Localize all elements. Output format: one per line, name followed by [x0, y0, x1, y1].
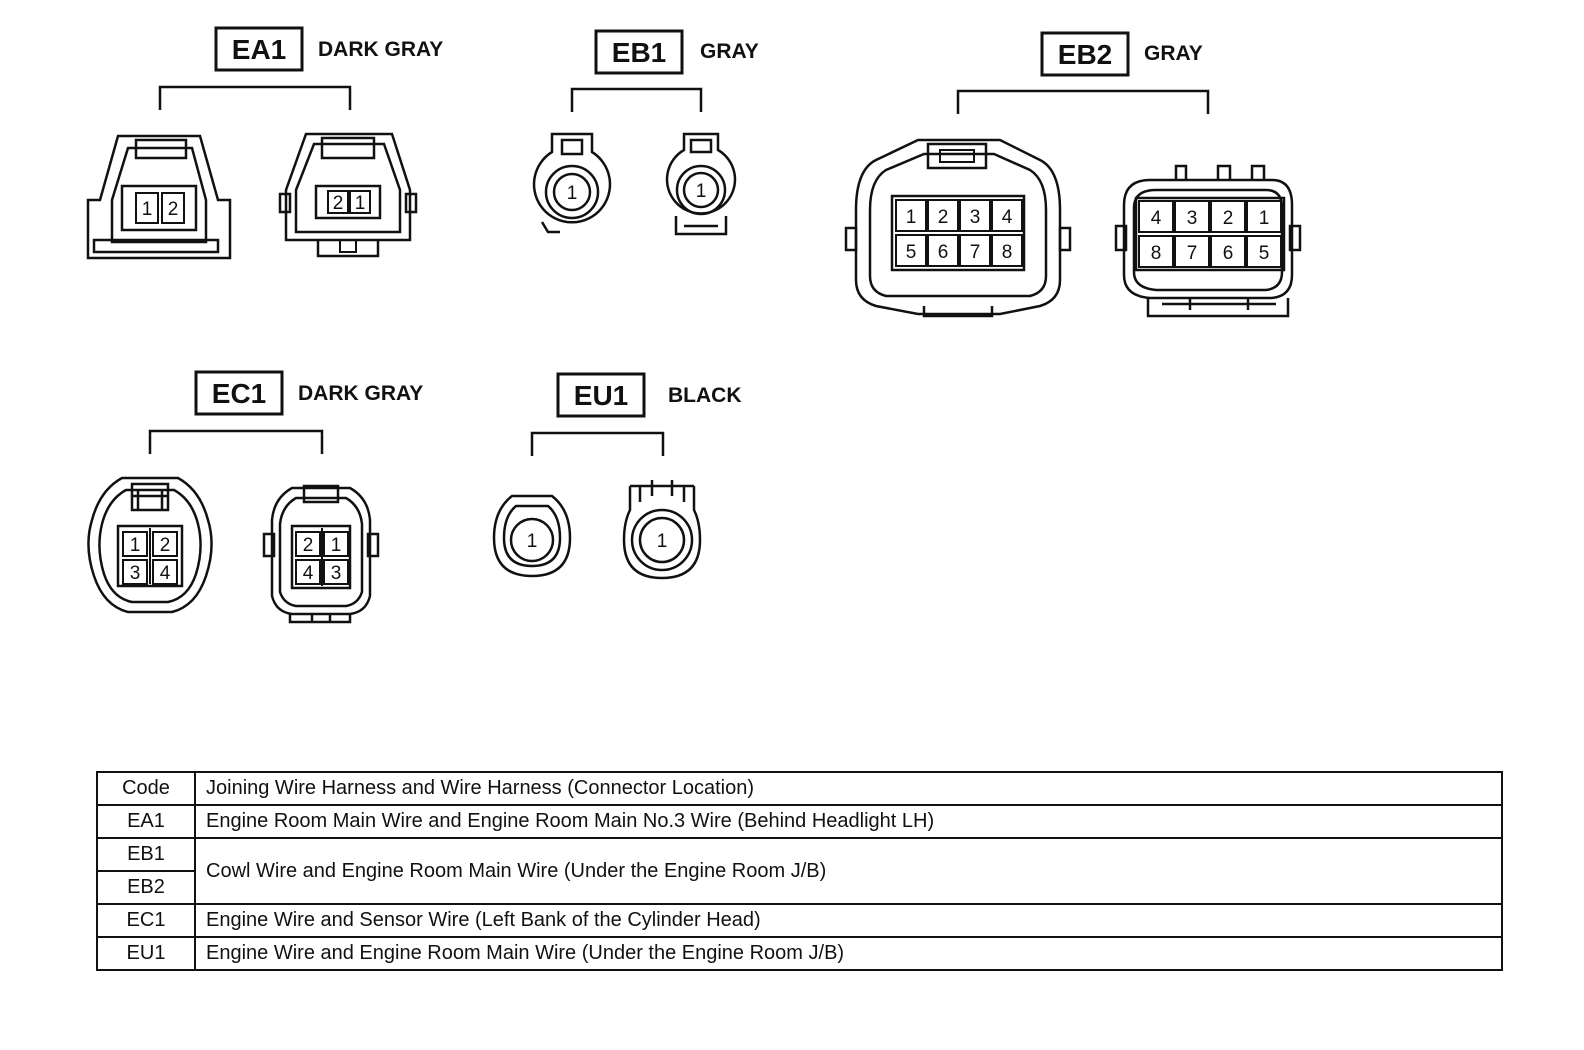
- pin-label: 1: [906, 207, 917, 228]
- pin-label: 8: [1151, 243, 1162, 264]
- bracket-ea1: [158, 85, 352, 110]
- table-row: EA1 Engine Room Main Wire and Engine Roo…: [96, 804, 1503, 839]
- code-label-ea1: EA1: [232, 34, 286, 65]
- pin-label: 2: [938, 207, 949, 228]
- header-code: Code: [96, 771, 196, 806]
- pin-label: 6: [1223, 243, 1234, 264]
- code-box-eb1: [594, 29, 684, 75]
- table-row: EB2: [96, 870, 1502, 905]
- table-header-row: Code Joining Wire Harness and Wire Harne…: [96, 771, 1503, 806]
- pin-label: 1: [1259, 208, 1270, 229]
- row-code: EA1: [96, 804, 196, 839]
- pin-label: 1: [527, 531, 538, 552]
- pin-label: 4: [303, 563, 314, 584]
- pin-label: 1: [657, 531, 668, 552]
- row-code: EU1: [96, 936, 196, 971]
- pin-label: 2: [1223, 208, 1234, 229]
- header-description: Joining Wire Harness and Wire Harness (C…: [194, 771, 1503, 806]
- bracket-eu1: [530, 431, 665, 456]
- code-label-ec1: EC1: [212, 378, 266, 409]
- connector-eb1-right: 1: [665, 132, 737, 236]
- connector-group-eb2: EB2 GRAY 1 2 3 4 5: [844, 31, 1302, 318]
- connector-eu1-right: 1: [622, 480, 702, 580]
- code-label-eb2: EB2: [1058, 39, 1112, 70]
- code-box-ec1: [194, 370, 284, 416]
- pin-label: 1: [142, 199, 153, 220]
- bracket-ec1: [148, 429, 324, 454]
- bracket-eb1: [570, 87, 703, 112]
- color-label-ec1: DARK GRAY: [298, 382, 423, 405]
- pin-label: 2: [160, 535, 171, 556]
- connector-ec1-left: 1 2 3 4: [87, 476, 213, 614]
- connector-group-ea1: EA1 DARK GRAY 1 2 2 1: [86, 26, 443, 260]
- table-row: EC1 Engine Wire and Sensor Wire (Left Ba…: [96, 903, 1503, 938]
- connector-ea1-right: 2 1: [278, 132, 418, 258]
- code-box-ea1: [214, 26, 304, 72]
- connector-group-eu1: EU1 BLACK 1 1: [492, 372, 742, 580]
- connector-eb2-left: 1 2 3 4 5 6 7 8: [844, 138, 1072, 318]
- pin-label: 5: [1259, 243, 1270, 264]
- pin-label: 4: [1151, 208, 1162, 229]
- color-label-ea1: DARK GRAY: [318, 38, 443, 61]
- pin-label: 3: [130, 563, 141, 584]
- color-label-eu1: BLACK: [668, 384, 742, 407]
- color-label-eb2: GRAY: [1144, 42, 1203, 65]
- pin-label: 1: [567, 183, 578, 204]
- color-label-eb1: GRAY: [700, 40, 759, 63]
- connector-ec1-right: 2 1 4 3: [262, 484, 380, 624]
- code-label-eb1: EB1: [612, 37, 666, 68]
- pin-label: 3: [331, 563, 342, 584]
- pin-label: 1: [355, 193, 366, 214]
- pin-label: 7: [970, 242, 981, 263]
- pin-label: 2: [333, 193, 344, 214]
- row-code: EC1: [96, 903, 196, 938]
- row-code: EB2: [96, 870, 196, 905]
- connector-location-table: Code Joining Wire Harness and Wire Harne…: [96, 771, 1503, 971]
- row-description: Engine Wire and Engine Room Main Wire (U…: [194, 936, 1503, 971]
- connector-ea1-left: 1 2: [86, 134, 232, 260]
- pin-label: 4: [1002, 207, 1013, 228]
- table-row: EU1 Engine Wire and Engine Room Main Wir…: [96, 936, 1503, 971]
- connector-eb1-left: 1: [532, 132, 612, 234]
- bracket-eb2: [956, 89, 1210, 114]
- table-row: EB1 Cowl Wire and Engine Room Main Wire …: [96, 837, 1503, 905]
- code-box-eb2: [1040, 31, 1130, 77]
- pin-label: 5: [906, 242, 917, 263]
- pin-label: 6: [938, 242, 949, 263]
- pin-label: 3: [1187, 208, 1198, 229]
- row-description: Cowl Wire and Engine Room Main Wire (Und…: [194, 837, 1503, 905]
- pin-label: 1: [331, 535, 342, 556]
- pin-label: 1: [130, 535, 141, 556]
- connector-eu1-left: 1: [492, 494, 572, 578]
- code-box-eu1: [556, 372, 646, 418]
- connector-eb2-right: 4 3 2 1 8 7 6 5: [1114, 164, 1302, 318]
- pin-label: 4: [160, 563, 171, 584]
- pin-label: 2: [168, 199, 179, 220]
- connector-diagram: EA1 DARK GRAY 1 2 2 1: [86, 26, 1302, 624]
- connector-group-ec1: EC1 DARK GRAY 1 2 3 4: [87, 370, 423, 624]
- code-label-eu1: EU1: [574, 380, 628, 411]
- pin-label: 2: [303, 535, 314, 556]
- row-code: EB1: [96, 837, 196, 872]
- row-description: Engine Room Main Wire and Engine Room Ma…: [194, 804, 1503, 839]
- row-description: Engine Wire and Sensor Wire (Left Bank o…: [194, 903, 1503, 938]
- connector-group-eb1: EB1 GRAY 1 1: [532, 29, 759, 236]
- pin-label: 1: [696, 181, 707, 202]
- pin-label: 7: [1187, 243, 1198, 264]
- pin-label: 8: [1002, 242, 1013, 263]
- pin-label: 3: [970, 207, 981, 228]
